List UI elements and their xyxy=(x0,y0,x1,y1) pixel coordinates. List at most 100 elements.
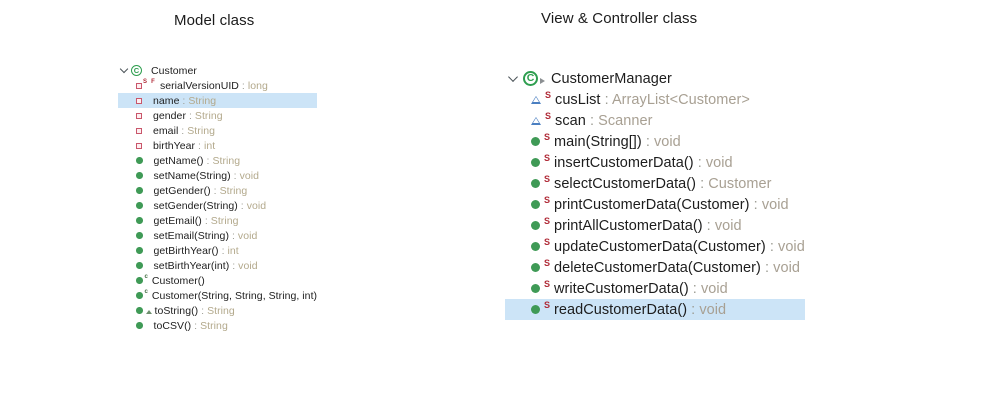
member-type-separator: : xyxy=(765,238,779,255)
member-type: Customer xyxy=(708,175,772,192)
member-name: serialVersionUID xyxy=(159,79,239,92)
member-name: printAllCustomerData() xyxy=(554,217,703,234)
public-method-icon xyxy=(136,322,143,329)
member-name: birthYear xyxy=(153,139,196,152)
member-type: void xyxy=(699,301,727,318)
tree-member-row[interactable]: birthYear : int xyxy=(118,138,317,153)
member-type-separator: : xyxy=(198,304,208,317)
public-method-icon xyxy=(531,305,540,314)
member-type-separator: : xyxy=(229,259,239,272)
tree-member-row[interactable]: getBirthYear() : int xyxy=(118,243,317,258)
member-type: long xyxy=(247,79,268,92)
member-type: void xyxy=(239,169,260,182)
tree-member-label: email : String xyxy=(153,125,215,137)
tree-member-row[interactable]: toCSV() : String xyxy=(118,318,317,333)
tree-member-label: setName(String) : void xyxy=(154,170,260,182)
member-type-separator: : xyxy=(218,244,228,257)
tree-member-row[interactable]: setGender(String) : void xyxy=(118,198,317,213)
static-badge: S xyxy=(544,132,551,142)
member-type: void xyxy=(761,196,789,213)
member-type: String xyxy=(219,184,248,197)
tree-member-label: selectCustomerData() : Customer xyxy=(554,176,772,192)
tree-member-row[interactable]: setBirthYear(int) : void xyxy=(118,258,317,273)
member-name: readCustomerData() xyxy=(554,301,688,318)
tree-member-label: toString() : String xyxy=(155,305,235,317)
tree-member-row[interactable]: gender : String xyxy=(118,108,317,123)
constructor-badge: c xyxy=(144,289,148,295)
member-type: void xyxy=(238,259,258,272)
member-type-separator: : xyxy=(201,214,211,227)
tree-member-row[interactable]: getGender() : String xyxy=(118,183,317,198)
private-field-icon xyxy=(136,82,142,89)
member-type: String xyxy=(188,94,217,107)
member-type: String xyxy=(212,154,241,167)
static-badge: S xyxy=(544,237,551,247)
public-method-icon xyxy=(136,307,143,314)
member-type: int xyxy=(227,244,239,257)
tree-member-row[interactable]: setEmail(String) : void xyxy=(118,228,317,243)
member-name: deleteCustomerData(Customer) xyxy=(554,259,761,276)
member-type-separator: : xyxy=(702,217,715,234)
public-method-icon xyxy=(136,172,143,179)
private-field-icon xyxy=(136,112,142,119)
tree-member-row[interactable]: getName() : String xyxy=(118,153,317,168)
member-type-separator: : xyxy=(191,319,201,332)
run-triangle-icon xyxy=(540,77,545,84)
static-badge: S xyxy=(544,300,551,310)
tree-member-row[interactable]: toString() : String xyxy=(118,303,317,318)
member-type: void xyxy=(246,199,267,212)
member-type: void xyxy=(714,217,742,234)
tree-member-label: gender : String xyxy=(153,110,223,122)
member-type: String xyxy=(200,319,228,332)
tree-member-row[interactable]: name : String xyxy=(118,93,318,108)
tree-member-row[interactable]: getEmail() : String xyxy=(118,213,317,228)
member-name: cusList xyxy=(555,91,601,108)
member-type-separator: : xyxy=(749,196,762,213)
member-type: String xyxy=(210,214,239,227)
public-method-icon xyxy=(531,221,540,230)
public-method-icon xyxy=(531,179,540,188)
member-name: getGender() xyxy=(153,184,211,197)
private-field-icon xyxy=(136,142,142,149)
member-name: getBirthYear() xyxy=(153,244,219,257)
chevron-down-icon[interactable] xyxy=(118,65,129,76)
member-name: updateCustomerData(Customer) xyxy=(554,238,766,255)
chevron-down-icon[interactable] xyxy=(505,71,520,86)
tree-member-row[interactable]: email : String xyxy=(118,123,317,138)
tree-member-label: setBirthYear(int) : void xyxy=(154,260,258,272)
member-type-separator: : xyxy=(693,154,706,171)
member-type-separator: : xyxy=(641,133,654,150)
member-type: Scanner xyxy=(598,112,653,129)
member-type-separator: : xyxy=(179,94,189,107)
override-marker-icon xyxy=(145,310,152,314)
tree-member-label: getGender() : String xyxy=(154,185,248,197)
member-type: void xyxy=(778,238,805,255)
member-name: getEmail() xyxy=(153,214,202,227)
member-type-separator: : xyxy=(687,301,700,318)
static-badge: S xyxy=(544,174,551,184)
member-type: void xyxy=(705,154,733,171)
static-badge: S xyxy=(544,153,551,163)
member-type: String xyxy=(207,304,235,317)
constructor-badge: c xyxy=(144,274,148,280)
public-method-icon xyxy=(136,292,143,299)
tree-member-row[interactable]: setName(String) : void xyxy=(118,168,317,183)
